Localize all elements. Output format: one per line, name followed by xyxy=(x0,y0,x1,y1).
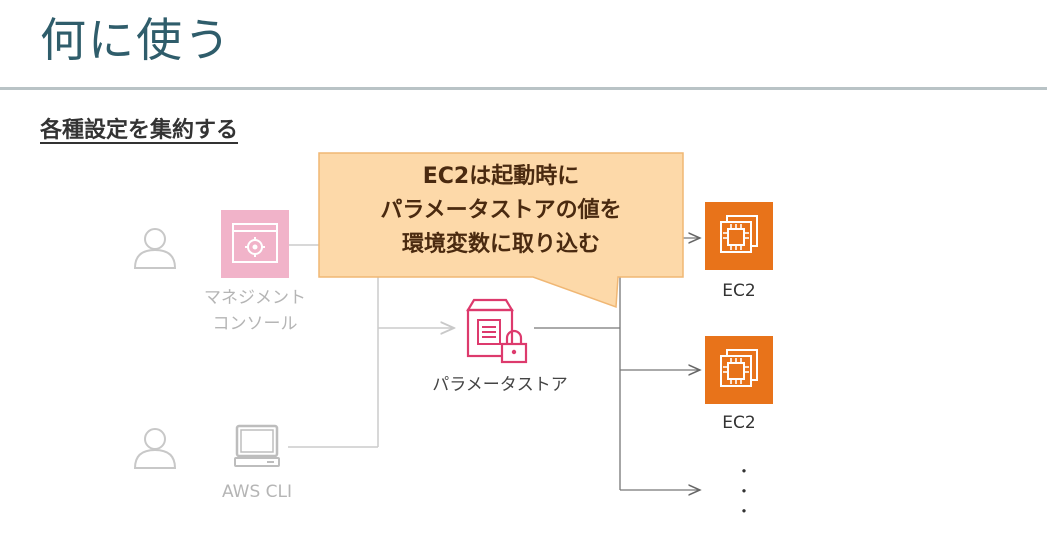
console-label-line1: マネジメント xyxy=(204,288,306,308)
callout-line3: 環境変数に取り込む xyxy=(401,232,600,257)
user-icon xyxy=(133,428,177,469)
parameter-store-icon xyxy=(466,298,528,364)
console-label-line2: コンソール xyxy=(212,314,298,334)
user-icon xyxy=(133,228,177,269)
ec2-label: EC2 xyxy=(722,413,756,433)
terminal-icon xyxy=(234,424,280,467)
cli-label: AWS CLI xyxy=(221,482,293,502)
console-label: マネジメント コンソール xyxy=(185,285,325,337)
ec2-label: EC2 xyxy=(722,281,756,301)
slide-subtitle: 各種設定を集約する xyxy=(40,118,239,143)
ec2-chip-icon xyxy=(705,336,773,404)
callout-bubble xyxy=(318,152,684,309)
callout-line2: パラメータストアの値を xyxy=(380,198,622,223)
title-divider xyxy=(0,87,1047,90)
callout-text: EC2は起動時に パラメータストアの値を 環境変数に取り込む xyxy=(318,160,684,262)
parameter-store-label: パラメータストア xyxy=(432,375,568,395)
slide-title: 何に使う xyxy=(40,13,232,67)
callout-line1: EC2は起動時に xyxy=(422,164,580,189)
ec2-chip-icon xyxy=(705,202,773,270)
more-instances-ellipsis: ・ ・ ・ xyxy=(736,462,753,521)
management-console-icon xyxy=(221,210,289,278)
